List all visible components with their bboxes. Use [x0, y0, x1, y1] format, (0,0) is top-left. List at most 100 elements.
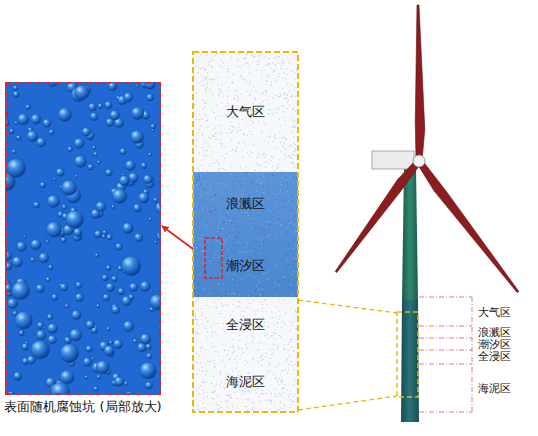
speckle-dot — [230, 314, 231, 315]
zone-name: 潮汐区 — [226, 258, 265, 274]
speckle-dot — [226, 394, 227, 395]
speckle-dot — [245, 212, 246, 213]
speckle-dot — [226, 295, 227, 296]
speckle-dot — [273, 348, 274, 349]
speckle-dot — [286, 200, 287, 201]
zone-name: 海泥区 — [226, 374, 265, 390]
speckle-dot — [295, 87, 296, 88]
projection-line — [298, 396, 397, 410]
speckle-dot — [201, 238, 202, 239]
speckle-dot — [214, 391, 215, 392]
corrosion-pit — [18, 113, 29, 124]
speckle-dot — [276, 192, 277, 193]
speckle-dot — [275, 393, 276, 394]
speckle-dot — [253, 56, 254, 57]
speckle-dot — [209, 293, 210, 294]
speckle-dot — [292, 154, 293, 155]
speckle-dot — [203, 398, 204, 399]
speckle-dot — [287, 74, 288, 75]
speckle-dot — [210, 146, 211, 147]
corrosion-pit — [122, 296, 132, 306]
speckle-dot — [219, 230, 220, 231]
speckle-dot — [287, 259, 288, 260]
speckle-dot — [280, 336, 281, 337]
speckle-dot — [295, 144, 296, 145]
speckle-dot — [239, 245, 240, 246]
speckle-dot — [271, 156, 272, 157]
speckle-dot — [218, 227, 219, 228]
speckle-dot — [282, 269, 283, 270]
corrosion-pit — [92, 145, 96, 149]
corrosion-pit — [90, 112, 98, 120]
speckle-dot — [237, 215, 238, 216]
speckle-dot — [224, 366, 225, 367]
speckle-dot — [261, 359, 262, 360]
corrosion-pit — [109, 340, 113, 344]
speckle-dot — [216, 159, 217, 160]
speckle-dot — [203, 169, 204, 170]
speckle-dot — [214, 367, 215, 368]
speckle-dot — [237, 131, 238, 132]
speckle-dot — [228, 349, 229, 350]
speckle-dot — [254, 253, 255, 254]
speckle-dot — [215, 351, 216, 352]
speckle-dot — [295, 150, 296, 151]
speckle — [193, 52, 298, 412]
speckle-dot — [269, 234, 270, 235]
speckle-dot — [257, 285, 258, 286]
speckle-dot — [290, 285, 291, 286]
speckle-dot — [254, 247, 255, 248]
speckle-dot — [197, 56, 198, 57]
corrosion-pit — [60, 370, 74, 384]
speckle-dot — [258, 60, 259, 61]
speckle-dot — [236, 147, 237, 148]
corrosion-pit — [37, 322, 44, 329]
speckle-dot — [276, 240, 277, 241]
speckle-dot — [242, 390, 243, 391]
speckle-dot — [245, 344, 246, 345]
speckle-dot — [279, 93, 280, 94]
speckle-dot — [243, 189, 244, 190]
speckle-dot — [220, 183, 221, 184]
speckle-dot — [244, 133, 245, 134]
speckle-dot — [202, 323, 203, 324]
speckle-dot — [237, 398, 238, 399]
speckle-dot — [244, 58, 245, 59]
speckle-dot — [269, 216, 270, 217]
speckle-dot — [219, 283, 220, 284]
zone-band: 全浸区 — [193, 297, 298, 352]
speckle-dot — [296, 231, 297, 232]
corrosion-pit — [96, 360, 109, 373]
corrosion-pit — [150, 124, 155, 129]
speckle-dot — [222, 328, 223, 329]
speckle-dot — [238, 283, 239, 284]
speckle-dot — [221, 407, 222, 408]
speckle-dot — [293, 239, 294, 240]
speckle-dot — [263, 251, 264, 252]
corrosion-pit — [112, 189, 127, 204]
speckle-dot — [204, 77, 205, 78]
speckle-dot — [260, 245, 261, 246]
speckle-dot — [291, 131, 292, 132]
speckle-dot — [239, 358, 240, 359]
speckle-dot — [252, 182, 253, 183]
speckle-dot — [258, 350, 259, 351]
speckle-dot — [202, 246, 203, 247]
corrosion-pit — [103, 294, 110, 301]
speckle-dot — [289, 145, 290, 146]
speckle-dot — [218, 231, 219, 232]
speckle-dot — [228, 128, 229, 129]
speckle-dot — [236, 218, 237, 219]
speckle-dot — [237, 59, 238, 60]
corrosion-pit — [146, 353, 152, 359]
speckle-dot — [229, 236, 230, 237]
speckle-dot — [260, 342, 261, 343]
speckle-dot — [194, 104, 195, 105]
speckle-dot — [289, 157, 290, 158]
corrosion-pit — [56, 168, 64, 176]
speckle-dot — [228, 395, 229, 396]
speckle-dot — [210, 245, 211, 246]
speckle-dot — [295, 72, 296, 73]
speckle-dot — [202, 381, 203, 382]
speckle-dot — [223, 229, 224, 230]
